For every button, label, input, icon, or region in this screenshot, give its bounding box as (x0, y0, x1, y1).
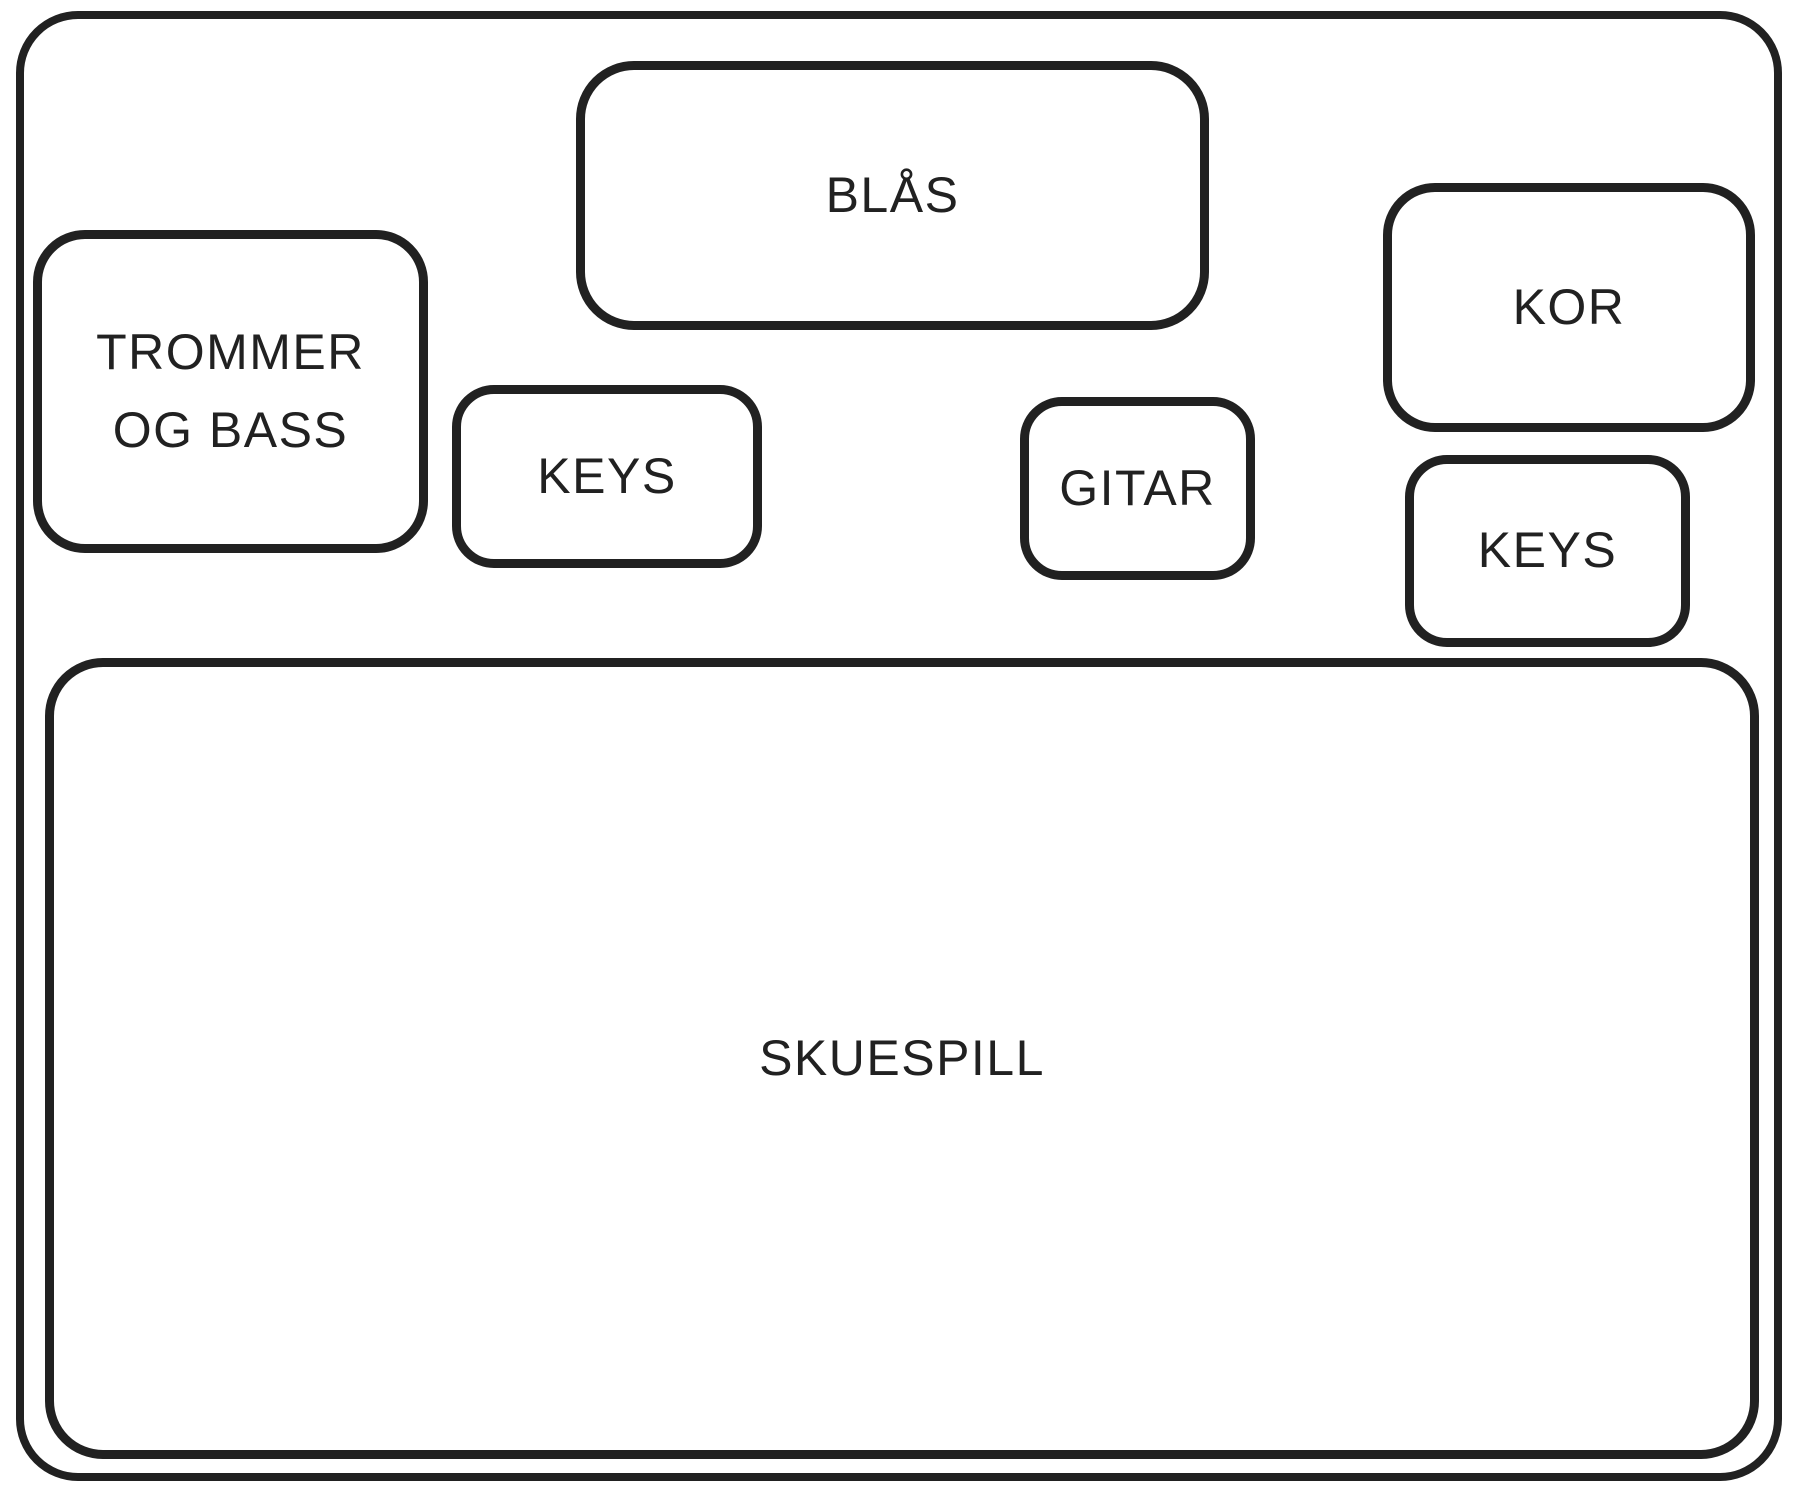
stage-outline (16, 11, 1782, 1481)
zone-trommer-og-bass-label-line2: OG BASS (112, 401, 349, 458)
zone-blas: BLÅS (576, 61, 1209, 330)
zone-kor-label: KOR (1512, 278, 1626, 335)
zone-skuespill: SKUESPILL (45, 658, 1759, 1459)
zone-blas-label: BLÅS (825, 166, 960, 223)
zone-keys-right-label: KEYS (1477, 522, 1618, 579)
zone-keys-right: KEYS (1405, 455, 1690, 647)
zone-skuespill-label: SKUESPILL (759, 1029, 1045, 1086)
zone-keys-left: KEYS (452, 385, 762, 568)
zone-keys-left-label: KEYS (537, 447, 677, 504)
zone-kor: KOR (1383, 183, 1755, 432)
zone-gitar-label: GITAR (1059, 459, 1216, 516)
zone-trommer-og-bass-label-line1: TROMMER (96, 324, 365, 380)
zone-trommer-og-bass: TROMMER OG BASS (33, 230, 428, 553)
zone-gitar: GITAR (1020, 397, 1255, 580)
